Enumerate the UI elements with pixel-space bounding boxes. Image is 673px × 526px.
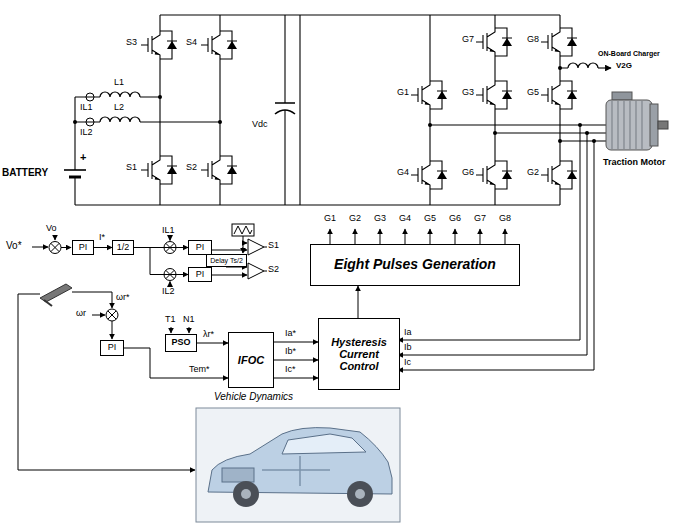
edge-label: λr* [202, 330, 215, 339]
gate-signal-label: S1 [268, 241, 279, 250]
signal-label: IL1 [162, 226, 175, 235]
edge-label: Ia* [284, 329, 297, 338]
node-text: PI [196, 243, 205, 253]
gate-signal-label: G6 [449, 214, 461, 223]
node-text: PI [108, 343, 117, 353]
component-label: BATTERY [2, 168, 48, 178]
pi-block: PI [188, 240, 212, 255]
node-text: PI [196, 270, 205, 280]
current-sensor [86, 118, 94, 126]
signal-arrow [274, 342, 318, 343]
switch-label: S3 [126, 38, 137, 47]
carrier-wave-icon [232, 224, 254, 236]
gate-signal-label: G1 [324, 214, 336, 223]
switch-symbols [141, 22, 577, 195]
pi-block: PI [100, 340, 124, 356]
signal-arrow [358, 286, 359, 318]
signal-arrow [274, 378, 318, 379]
switch-label: G7 [462, 35, 474, 44]
pulse-generator-box: Eight Pulses Generation [310, 244, 520, 286]
gate-signal-label: S2 [268, 265, 279, 274]
signal-label: IL2 [80, 128, 93, 137]
signal-label: IL2 [162, 287, 175, 296]
voltage-label: Vdc [252, 120, 268, 129]
switch-label: G4 [397, 168, 409, 177]
node-text: Delay Ts/2 [210, 257, 243, 265]
pso-block: PSO [165, 334, 197, 352]
edge-label: Ib* [284, 347, 297, 356]
motor-label: Traction Motor [603, 158, 666, 167]
signal-arrow [197, 343, 228, 344]
edge-label: Ic* [284, 365, 297, 374]
polarity-mark: + [80, 152, 86, 163]
signal-label: N1 [183, 315, 195, 324]
switch-label: G6 [462, 168, 474, 177]
signal-label: Vo* [6, 241, 22, 251]
component-label: L2 [114, 103, 124, 112]
switch-label: S2 [186, 163, 197, 172]
gate-signal-label: G5 [424, 214, 436, 223]
switch-label: G1 [397, 88, 409, 97]
switch-label: G8 [527, 35, 539, 44]
inductor-symbol [100, 63, 598, 122]
signal-label: IL1 [80, 103, 93, 112]
delay-block: Delay Ts/2 [206, 254, 247, 267]
signal-label: Ic [404, 358, 411, 367]
capacitor-symbol [275, 103, 295, 114]
gate-signal-label: G8 [499, 214, 511, 223]
edge-label: I* [98, 233, 106, 242]
hysteresis-control-box: Hysteresis Current Control [318, 318, 400, 390]
node-text: PI [79, 243, 88, 253]
node-text: Eight Pulses Generation [334, 257, 496, 272]
section-caption: Vehicle Dynamics [214, 392, 293, 402]
vehicle-illustration [196, 408, 400, 522]
battery-plate [69, 176, 81, 179]
component-label: L1 [114, 78, 124, 87]
switch-label: G5 [527, 88, 539, 97]
switch-label: G3 [462, 88, 474, 97]
current-sensor [86, 93, 94, 101]
battery-plate [64, 169, 86, 171]
gate-signal-label: G2 [349, 214, 361, 223]
accelerator-pedal [40, 284, 72, 306]
signal-label: ωr* [116, 293, 130, 302]
signal-label: Ib [404, 343, 412, 352]
charger-arrow [598, 67, 611, 68]
output-label: ON-Board Charger [598, 50, 660, 57]
node-text: PSO [171, 338, 190, 348]
signal-arrow [124, 348, 228, 378]
pi-block: PI [72, 240, 94, 255]
pi-block: PI [188, 267, 212, 282]
ifoc-block: IFOC [228, 332, 274, 388]
switch-label: S1 [126, 163, 137, 172]
signal-arrow [134, 248, 188, 275]
sense-wire [398, 125, 580, 340]
signal-arrow [274, 360, 318, 361]
gate-signal-label: G4 [399, 214, 411, 223]
signal-label: Vo [46, 224, 57, 233]
node-text: Hysteresis Current Control [321, 336, 397, 372]
edge-label: Tem* [188, 365, 211, 374]
comparator-symbol [248, 239, 264, 279]
switch-label: G2 [527, 168, 539, 177]
gain-block: 1/2 [112, 240, 134, 255]
node-text: 1/2 [117, 243, 130, 253]
gate-signal-label: G7 [474, 214, 486, 223]
output-label: V2G [616, 62, 632, 70]
signal-arrow [94, 247, 112, 248]
node-text: IFOC [238, 354, 264, 366]
signal-label: Ia [404, 328, 412, 337]
signal-label: ωr [76, 309, 86, 318]
power-wiring [75, 15, 606, 205]
traction-motor-illustration [606, 92, 668, 150]
signal-label: T1 [165, 315, 176, 324]
switch-label: S4 [186, 38, 197, 47]
junction-dots [73, 66, 596, 143]
gate-signal-label: G3 [374, 214, 386, 223]
